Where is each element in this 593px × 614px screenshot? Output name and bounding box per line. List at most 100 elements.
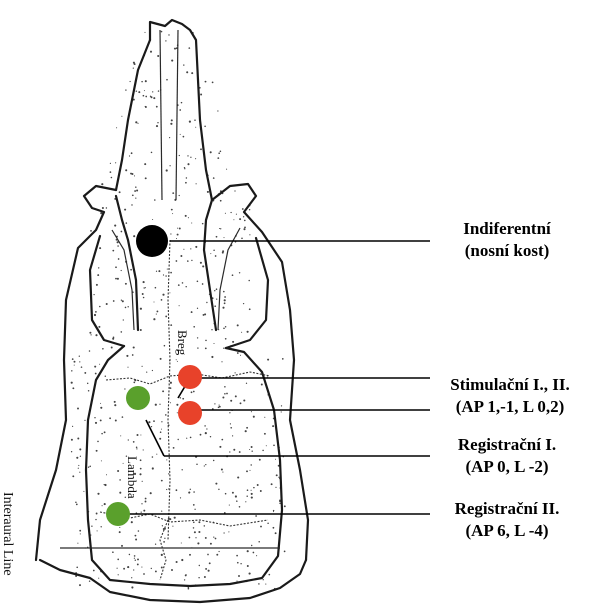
stipple-dot [155, 570, 157, 572]
stipple-dot [258, 583, 260, 585]
stipple-dot [224, 296, 226, 298]
stipple-dot [140, 434, 141, 435]
stipple-dot [235, 495, 237, 497]
stipple-dot [200, 262, 202, 264]
stipple-dot [194, 531, 196, 533]
stipple-dot [120, 435, 121, 436]
stipple-dot [89, 580, 90, 581]
stipple-dot [182, 398, 184, 400]
stipple-dot [131, 521, 133, 523]
stipple-dot [161, 480, 163, 482]
stipple-dot [251, 490, 252, 491]
stipple-dot [79, 472, 80, 473]
stipple-dot [143, 95, 145, 97]
label-registracni-1-line2: (AP 0, L -2) [432, 456, 582, 478]
stipple-dot [152, 467, 154, 469]
stipple-dot [246, 383, 247, 384]
stipple-dot [191, 72, 193, 74]
stipple-dot [215, 255, 217, 257]
stipple-dot [211, 329, 212, 330]
stipple-dot [153, 97, 155, 99]
stipple-dot [249, 470, 250, 471]
stipple-dot [135, 539, 137, 541]
stipple-dot [230, 400, 232, 402]
stipple-dot [71, 382, 73, 384]
stipple-dot [220, 200, 222, 202]
stipple-dot [161, 31, 163, 33]
stipple-dot [213, 249, 215, 251]
stipple-dot [203, 314, 205, 316]
indifferent-electrode-marker [136, 225, 168, 257]
stipple-dot [94, 314, 96, 316]
stipple-dot [166, 459, 167, 460]
stipple-dot [182, 282, 184, 284]
stimulation-electrode-2-marker [178, 401, 202, 425]
stipple-dot [72, 475, 74, 477]
stipple-dot [174, 48, 176, 50]
stipple-dot [76, 457, 78, 459]
interaural-line-text: Interaural Line [0, 492, 15, 576]
stipple-dot [177, 439, 178, 440]
stipple-dot [187, 163, 189, 165]
stipple-dot [140, 329, 142, 331]
stipple-dot [101, 460, 102, 461]
stipple-dot [244, 220, 246, 222]
stipple-dot [151, 152, 153, 154]
stipple-dot [253, 416, 255, 418]
stipple-dot [282, 358, 284, 360]
stipple-dot [246, 496, 247, 497]
stipple-dot [89, 350, 91, 352]
stipple-dot [130, 269, 132, 271]
stipple-dot [225, 213, 226, 214]
stipple-dot [260, 526, 262, 528]
stipple-dot [84, 420, 85, 421]
stipple-dot [101, 183, 103, 185]
stipple-dot [249, 234, 250, 235]
stipple-dot [84, 372, 86, 374]
stipple-dot [211, 356, 213, 358]
stipple-dot [243, 228, 245, 230]
stipple-dot [239, 506, 241, 508]
stipple-dot [119, 492, 121, 494]
stipple-dot [144, 90, 145, 91]
stipple-dot [172, 213, 173, 214]
stipple-dot [131, 204, 132, 205]
stipple-dot [164, 538, 165, 539]
stipple-dot [145, 498, 147, 500]
stipple-dot [200, 434, 202, 436]
stipple-dot [170, 123, 172, 125]
stipple-dot [110, 163, 111, 164]
stipple-dot [213, 460, 214, 461]
stipple-dot [204, 576, 206, 578]
stipple-dot [125, 89, 126, 90]
stipple-dot [77, 438, 79, 440]
stipple-dot [276, 474, 278, 476]
stipple-dot [176, 404, 178, 406]
stipple-dot [155, 544, 156, 545]
stipple-dot [205, 537, 207, 539]
stipple-dot [146, 372, 147, 373]
stipple-dot [213, 177, 215, 179]
stipple-dot [110, 171, 112, 173]
stipple-dot [161, 421, 162, 422]
stipple-dot [80, 456, 81, 457]
stipple-dot [114, 404, 116, 406]
stipple-dot [152, 456, 154, 458]
stipple-dot [96, 284, 98, 286]
stipple-dot [79, 361, 80, 362]
stipple-dot [102, 505, 103, 506]
stipple-dot [135, 559, 136, 560]
stipple-dot [168, 473, 169, 474]
stipple-dot [224, 393, 226, 395]
stipple-dot [216, 554, 218, 556]
stipple-dot [181, 102, 183, 104]
stipple-dot [166, 489, 167, 490]
stipple-dot [160, 431, 162, 433]
stipple-dot [184, 168, 185, 169]
stipple-dot [171, 569, 173, 571]
stipple-dot [205, 340, 207, 342]
stipple-dot [232, 492, 234, 494]
stipple-dot [98, 326, 100, 328]
stipple-dot [169, 165, 170, 166]
stipple-dot [185, 182, 187, 184]
